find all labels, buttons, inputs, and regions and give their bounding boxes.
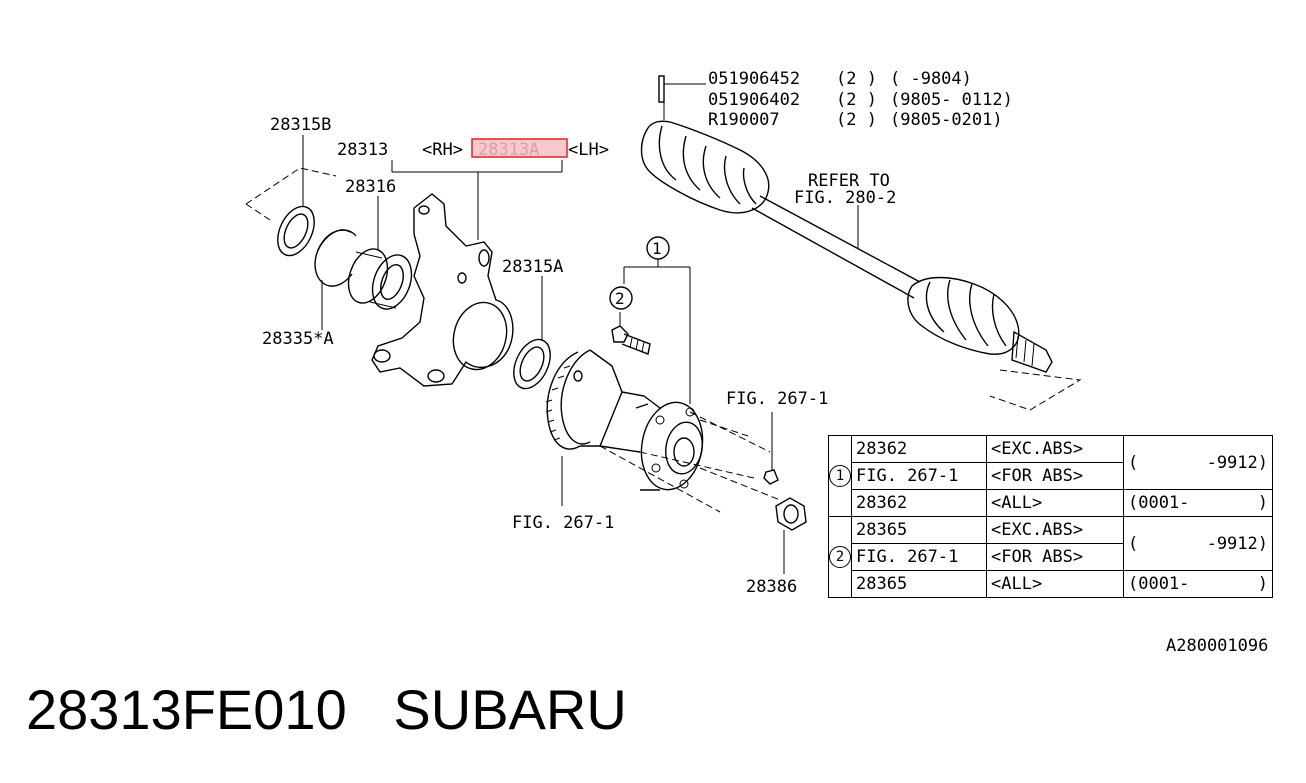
table-code[interactable]: 28365 (851, 516, 987, 544)
range-end: -9912) (1206, 533, 1268, 554)
table-key-2: 2 (828, 516, 852, 598)
label-fig-267-right[interactable]: FIG. 267-1 (726, 389, 828, 409)
label-28315a[interactable]: 28315A (502, 257, 563, 277)
label-28316[interactable]: 28316 (345, 177, 396, 197)
callout-2-marker[interactable]: 2 (609, 286, 633, 310)
table-condition: <EXC.ABS> (986, 516, 1124, 544)
table-code[interactable]: FIG. 267-1 (851, 462, 987, 490)
callout-1-badge[interactable]: 1 (829, 465, 851, 487)
footer-title: 28313FE010 SUBARU (26, 682, 627, 738)
label-28313[interactable]: 28313 (337, 140, 388, 160)
table-code[interactable]: 28362 (851, 435, 987, 463)
callout-1-number: 1 (652, 239, 662, 258)
drive-shaft[interactable] (640, 75, 1082, 411)
table-row: 28365 <ALL> (0001-) (829, 570, 1273, 598)
label-28313a[interactable]: 28313A (478, 140, 539, 160)
axle-part-2-range: (9805- 0112) (890, 90, 1013, 110)
table-condition: <ALL> (986, 570, 1124, 598)
callout-2-badge[interactable]: 2 (829, 546, 851, 568)
table-key-1: 1 (828, 435, 852, 517)
axle-part-2-code[interactable]: 051906402 (708, 90, 800, 110)
table-row: 28362 <ALL> (0001-) (829, 489, 1273, 517)
label-lh: <LH> (568, 140, 609, 160)
sensor-bolt[interactable] (763, 412, 779, 485)
callout-1-marker[interactable]: 1 (623, 236, 691, 404)
oil-seal-28315a[interactable] (507, 276, 558, 394)
axle-part-2-qty: (2 ) (836, 90, 877, 110)
diagram-code: A280001096 (1166, 636, 1269, 656)
table-range: ( -9912) (1123, 516, 1273, 571)
range-end: ) (1257, 574, 1268, 594)
table-code[interactable]: 28365 (851, 570, 987, 598)
axle-part-1-range: ( -9804) (890, 69, 972, 89)
hub-bolt[interactable] (611, 312, 651, 355)
axle-part-list: 051906452 (2 ) ( -9804) 051906402 (2 ) (… (708, 69, 1013, 208)
range-start: ( (1128, 452, 1139, 473)
range-end: -9912) (1206, 452, 1268, 473)
table-range: ( -9912) (1123, 435, 1273, 490)
callout-table: 1 28362 <EXC.ABS> ( -9912) FIG. 267-1 <FO… (828, 435, 1273, 598)
refer-to-label: REFER TO (808, 171, 890, 191)
range-start: (0001- (1128, 493, 1190, 513)
table-range: (0001-) (1123, 570, 1273, 598)
range-end: ) (1257, 493, 1268, 513)
label-28335a[interactable]: 28335*A (262, 329, 334, 349)
axle-part-1-qty: (2 ) (836, 69, 877, 89)
label-rh: <RH> (422, 140, 463, 160)
callout-2-number: 2 (615, 289, 625, 308)
part-number: 28313FE010 (26, 678, 347, 741)
table-row: 1 28362 <EXC.ABS> ( -9912) (828, 435, 1273, 517)
snap-ring-28335a[interactable] (314, 229, 357, 330)
table-range: (0001-) (1123, 489, 1273, 517)
axle-part-3-code[interactable]: R190007 (708, 110, 780, 130)
highlight-28313a (471, 138, 568, 158)
axle-part-3-range: (9805-0201) (890, 110, 1003, 130)
table-row: FIG. 267-1 <FOR ABS> (829, 543, 1273, 571)
range-start: ( (1128, 533, 1139, 554)
knuckle-housing[interactable] (371, 160, 563, 387)
table-code[interactable]: 28362 (851, 489, 987, 517)
table-condition: <EXC.ABS> (986, 435, 1124, 463)
table-code[interactable]: FIG. 267-1 (851, 543, 987, 571)
hub-assembly[interactable] (545, 349, 781, 513)
table-condition: <ALL> (986, 489, 1124, 517)
label-28315b[interactable]: 28315B (270, 115, 331, 135)
table-row: FIG. 267-1 <FOR ABS> (829, 462, 1273, 490)
bearing-28316[interactable] (342, 196, 419, 314)
label-fig-267-bottom[interactable]: FIG. 267-1 (512, 513, 614, 533)
oil-seal-28315b[interactable] (245, 135, 337, 261)
table-condition: <FOR ABS> (986, 462, 1124, 490)
axle-part-3-qty: (2 ) (836, 110, 877, 130)
label-28386[interactable]: 28386 (746, 577, 797, 597)
range-start: (0001- (1128, 574, 1190, 594)
table-condition: <FOR ABS> (986, 543, 1124, 571)
brand-name: SUBARU (393, 678, 627, 741)
table-row: 2 28365 <EXC.ABS> ( -9912) (828, 516, 1273, 598)
axle-part-1-code[interactable]: 051906452 (708, 69, 800, 89)
refer-fig-link[interactable]: FIG. 280-2 (794, 188, 896, 208)
axle-nut-28386[interactable] (775, 497, 807, 574)
